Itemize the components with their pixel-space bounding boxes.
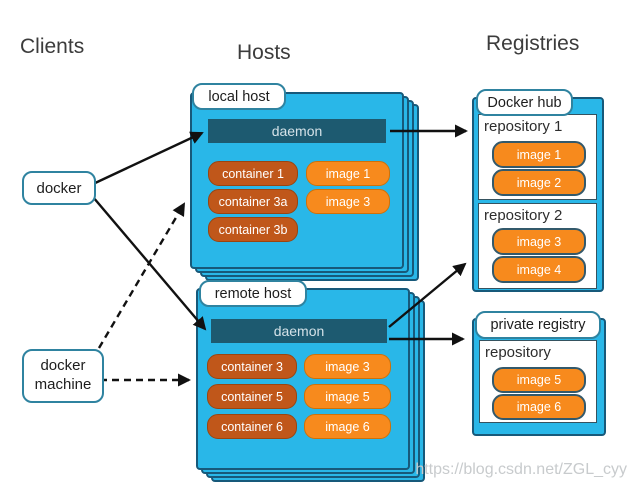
repo2-image-pill-4: image 4 <box>492 256 586 283</box>
remote-container-pill-3: container 3 <box>207 354 297 379</box>
local-container-pill-3b: container 3b <box>208 217 298 242</box>
repo1-image-pill-1: image 1 <box>492 141 586 168</box>
remote-host-label: remote host <box>199 280 307 307</box>
remote-container-pill-6: container 6 <box>207 414 297 439</box>
remote-container-pill-5: container 5 <box>207 384 297 409</box>
repo2-image-pill-3: image 3 <box>492 228 586 255</box>
arrow-docker-to-local-daemon <box>92 131 204 186</box>
remote-image-pill-5: image 5 <box>304 384 391 409</box>
remote-host-box <box>196 288 410 470</box>
private-image-pill-6: image 6 <box>492 394 586 420</box>
arrow-docker-to-remote-daemon <box>92 196 207 331</box>
watermark-text: https://blog.csdn.net/ZGL_cyy <box>415 461 627 478</box>
local-daemon-bar: daemon <box>208 119 386 143</box>
dashed-arrow-docker-machine-to-local-host <box>97 202 186 349</box>
docker-client-label: docker <box>22 171 96 205</box>
remote-image-pill-3: image 3 <box>304 354 391 379</box>
docker-hub-label: Docker hub <box>476 89 573 116</box>
local-image-pill-1: image 1 <box>306 161 390 186</box>
local-container-pill-3a: container 3a <box>208 189 298 214</box>
repository-1-name: repository 1 <box>484 118 563 135</box>
private-image-pill-5: image 5 <box>492 367 586 393</box>
remote-daemon-bar: daemon <box>211 319 387 343</box>
private-registry-label: private registry <box>475 311 601 339</box>
repo1-image-pill-2: image 2 <box>492 169 586 196</box>
column-header-registries: Registries <box>486 32 580 55</box>
local-image-pill-3: image 3 <box>306 189 390 214</box>
local-host-label: local host <box>192 83 286 110</box>
repository-2-name: repository 2 <box>484 207 563 224</box>
private-repository-name: repository <box>485 344 551 361</box>
local-container-pill-1: container 1 <box>208 161 298 186</box>
column-header-hosts: Hosts <box>237 41 291 64</box>
column-header-clients: Clients <box>20 35 85 58</box>
docker-machine-label: docker machine <box>22 349 104 403</box>
remote-image-pill-6: image 6 <box>304 414 391 439</box>
